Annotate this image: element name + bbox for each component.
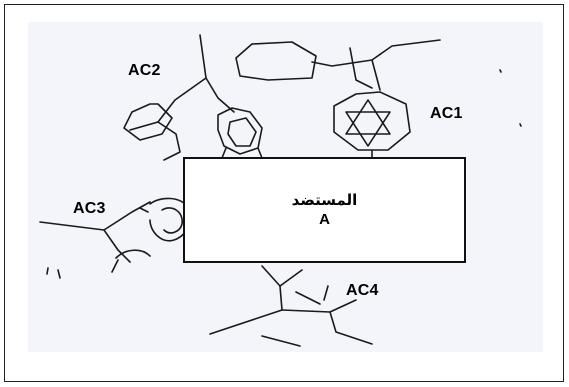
antigen-label-symbol: A <box>319 210 330 228</box>
ac3-label: AC3 <box>73 200 106 217</box>
ac4-label: AC4 <box>346 282 379 299</box>
ac2-antibody <box>123 34 263 161</box>
ac2-label: AC2 <box>128 62 161 79</box>
ac1-antibody <box>235 39 441 159</box>
stray-marks <box>46 69 522 275</box>
ac4-antibody <box>209 265 373 347</box>
antigen-label-arabic: المستضد <box>291 191 358 209</box>
antigen-box: المستضد A <box>183 157 466 263</box>
ac1-label: AC1 <box>430 105 463 122</box>
